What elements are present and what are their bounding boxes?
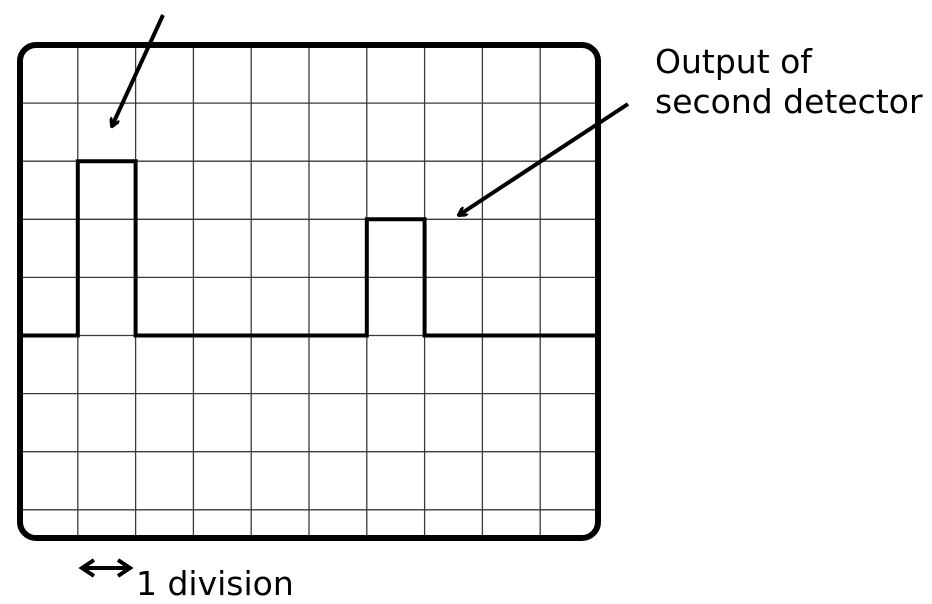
division-scale-label: 1 division (136, 564, 294, 603)
screen-grid (20, 45, 598, 538)
second-detector-label-line2: second detector (655, 82, 923, 121)
screen-frame (17, 42, 601, 541)
waveform-trace (20, 159, 598, 338)
second-detector-label-line1: Output of (655, 42, 812, 81)
division-scale-arrow (78, 558, 134, 578)
second-detector-arrow (459, 102, 630, 215)
first-detector-arrow (112, 14, 165, 126)
second-detector-label: Output of second detector (655, 42, 923, 122)
